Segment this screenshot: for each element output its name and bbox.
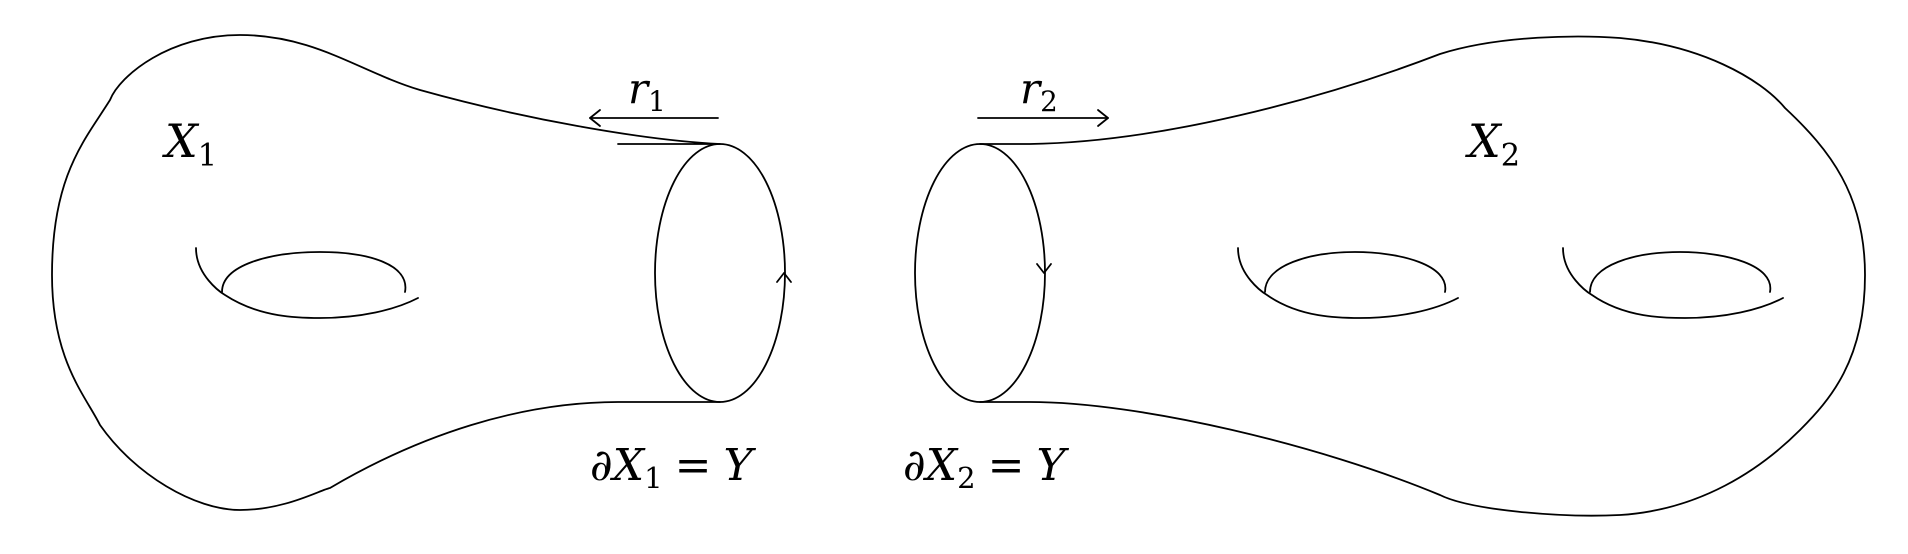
right-boundary-circle	[914, 143, 1046, 403]
r2-name: r	[1020, 64, 1041, 113]
right-orientation-arrow	[1036, 263, 1052, 274]
right-boundary-eq: =	[987, 440, 1025, 491]
left-handle-hole	[221, 251, 407, 293]
right-boundary-partial: ∂	[903, 440, 926, 491]
r1-label: r1	[628, 68, 666, 118]
right-handle-1-lower	[1237, 247, 1459, 319]
right-handle-2-hole	[1589, 251, 1772, 293]
left-boundary-circle	[654, 143, 786, 403]
left-boundary-eq: =	[674, 440, 712, 491]
right-surface-name: X	[1468, 114, 1501, 168]
right-surface-index: 2	[1500, 138, 1521, 174]
r2-index: 2	[1040, 84, 1058, 118]
left-surface-outline	[51, 34, 721, 511]
r2-arrow-head	[1097, 109, 1109, 127]
left-boundary-equation: ∂X1=Y	[590, 444, 753, 493]
left-surface-label: X1	[165, 118, 217, 172]
right-surface-label: X2	[1468, 118, 1520, 172]
r2-label: r2	[1020, 68, 1058, 118]
r1-name: r	[628, 64, 649, 113]
right-boundary-name: X	[925, 440, 958, 491]
left-boundary-index: 1	[644, 461, 663, 496]
left-boundary-name: X	[612, 440, 645, 491]
r1-arrow-head	[589, 109, 601, 127]
left-handle-lower	[195, 247, 419, 319]
left-orientation-arrow	[776, 272, 792, 283]
left-boundary-partial: ∂	[590, 440, 613, 491]
left-boundary-rhs: Y	[723, 440, 753, 491]
r1-index: 1	[648, 84, 666, 118]
right-handle-2-lower	[1562, 247, 1784, 319]
right-surface-outline	[979, 35, 1866, 517]
right-boundary-equation: ∂X2=Y	[903, 444, 1066, 493]
right-boundary-rhs: Y	[1036, 440, 1066, 491]
right-boundary-index: 2	[957, 461, 976, 496]
left-surface-index: 1	[197, 138, 218, 174]
left-surface-name: X	[165, 114, 198, 168]
right-handle-1-hole	[1264, 251, 1447, 293]
